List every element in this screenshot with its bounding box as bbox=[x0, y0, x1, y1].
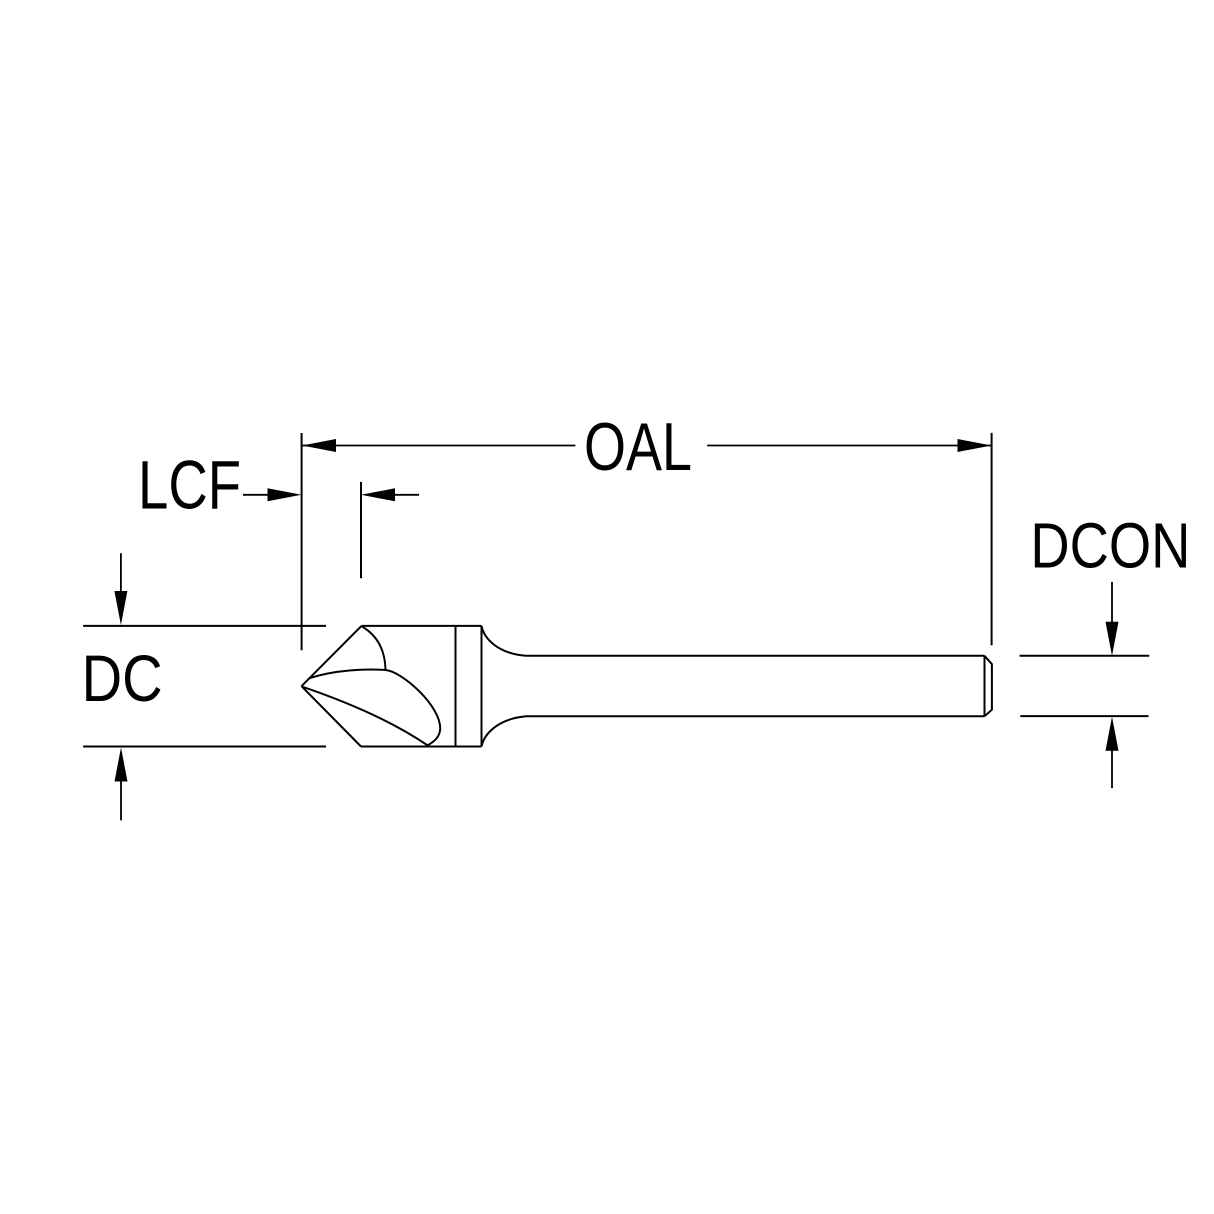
svg-text:LCF: LCF bbox=[138, 447, 241, 524]
svg-text:DC: DC bbox=[82, 641, 163, 715]
svg-text:OAL: OAL bbox=[584, 409, 692, 485]
svg-text:DCON: DCON bbox=[1030, 510, 1190, 582]
